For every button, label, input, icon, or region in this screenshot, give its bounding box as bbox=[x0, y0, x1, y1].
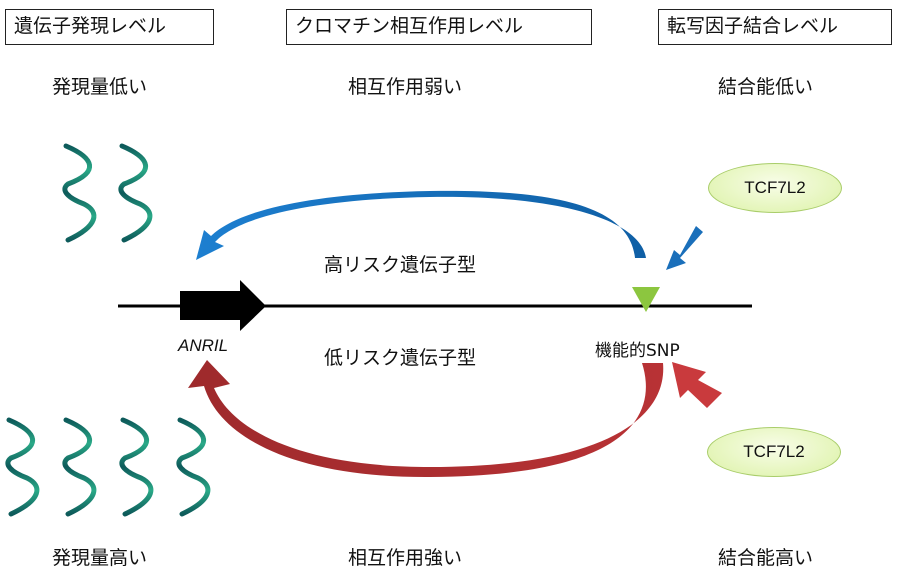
header-expression-level: 遺伝子発現レベル bbox=[5, 9, 214, 45]
snp-marker bbox=[632, 287, 660, 312]
top-interaction-label: 相互作用弱い bbox=[348, 76, 463, 98]
top-binding-label: 結合能低い bbox=[718, 76, 814, 98]
snp-label: 機能的SNP bbox=[595, 341, 680, 361]
bottom-expression-label: 発現量高い bbox=[52, 547, 148, 569]
transcript-rna-icon bbox=[119, 417, 154, 517]
transcript-rna-icon bbox=[62, 417, 97, 517]
tf-binding-arrow-weak bbox=[666, 226, 703, 270]
bottom-transcripts bbox=[5, 417, 211, 517]
header-tf-binding-level: 転写因子結合レベル bbox=[658, 9, 892, 45]
low-risk-interaction-arrow bbox=[188, 360, 664, 478]
high-risk-interaction-arrow bbox=[196, 190, 646, 260]
bottom-interaction-label: 相互作用強い bbox=[348, 547, 463, 569]
gene-label-anril: ANRIL bbox=[178, 336, 229, 355]
top-transcripts bbox=[62, 143, 153, 243]
header-chromatin-level: クロマチン相互作用レベル bbox=[286, 9, 592, 45]
tf-binding-arrow-strong bbox=[672, 362, 722, 408]
high-risk-genotype-label: 高リスク遺伝子型 bbox=[324, 254, 477, 276]
top-expression-label: 発現量低い bbox=[52, 76, 148, 98]
transcript-rna-icon bbox=[176, 417, 211, 517]
bottom-binding-label: 結合能高い bbox=[718, 547, 814, 569]
transcript-rna-icon bbox=[5, 417, 40, 517]
tf-tcf7l2-strong: TCF7L2 bbox=[707, 427, 841, 477]
transcript-rna-icon bbox=[62, 143, 97, 243]
gene-arrow-anril bbox=[180, 280, 266, 331]
transcript-rna-icon bbox=[118, 143, 153, 243]
low-risk-genotype-label: 低リスク遺伝子型 bbox=[324, 347, 477, 369]
tf-tcf7l2-weak: TCF7L2 bbox=[708, 163, 842, 213]
